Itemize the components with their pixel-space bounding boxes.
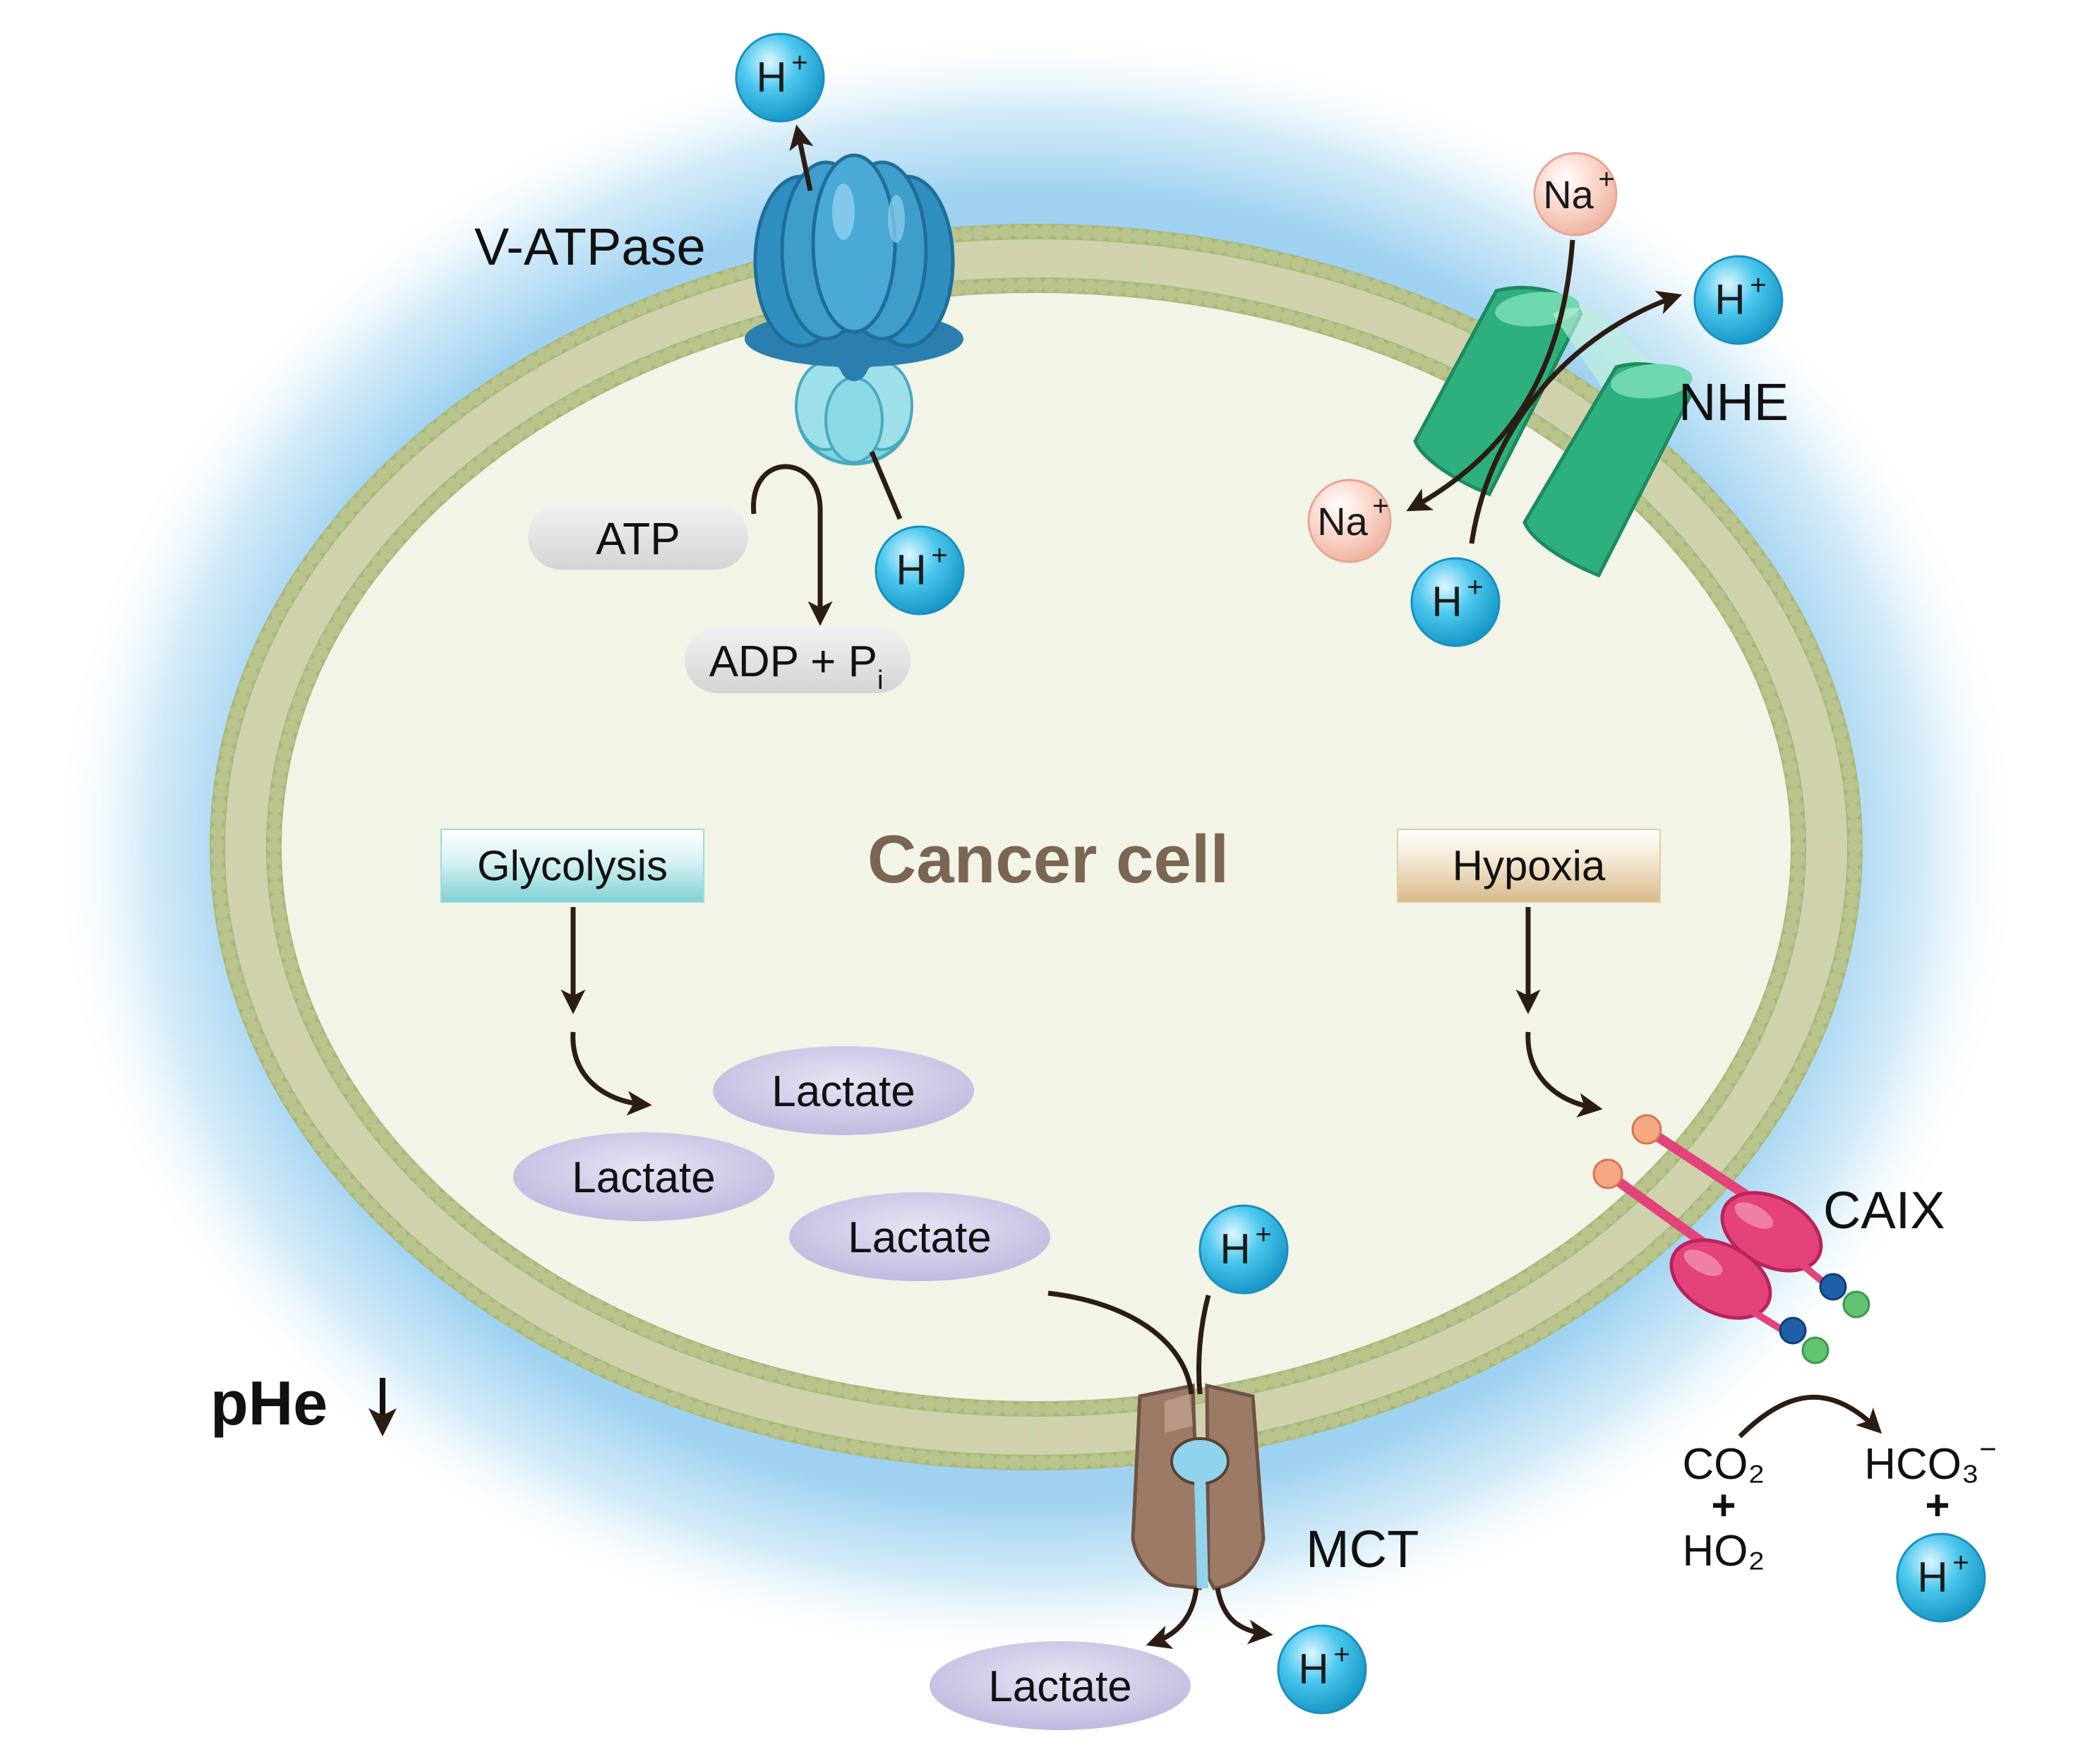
na-ion-nhe-in-charge: + (1372, 491, 1388, 522)
v-atpase-label: V-ATPase (474, 217, 706, 276)
reaction-hco3: HCO₃− (1864, 1432, 1997, 1489)
h-ion-mct-in-label: H (1220, 1225, 1250, 1273)
lactate-label-1: Lactate (771, 1067, 915, 1116)
h-ion-caix-bubble (1896, 1532, 1986, 1623)
h-ion-nhe-out-label: H (1714, 276, 1745, 323)
lactate-label-out: Lactate (988, 1662, 1131, 1711)
h-ion-vatpase-out-bubble (735, 32, 825, 123)
adp-label: ADP + Pi (709, 637, 884, 695)
phe-label: pHe (210, 1368, 328, 1438)
h-ion-nhe-in: H+ (1410, 557, 1501, 647)
reaction-ho2: HO₂ (1682, 1527, 1765, 1576)
atp-label: ATP (596, 513, 680, 564)
reaction-co2: CO₂ (1682, 1440, 1765, 1489)
h-ion-mct-in-charge: + (1255, 1219, 1271, 1250)
reaction-hco3-charge: − (1979, 1432, 1997, 1465)
mct-label: MCT (1306, 1520, 1419, 1578)
h-ion-vatpase-in-bubble (875, 525, 965, 616)
lactate-label-3: Lactate (848, 1213, 991, 1262)
h-ion-mct-in: H+ (1198, 1204, 1289, 1295)
mct-h-out-arrow (1215, 1588, 1273, 1645)
h-ion-caix: H+ (1896, 1532, 1986, 1623)
membrane-heads-outer (210, 224, 1862, 1470)
glycolysis-box (440, 829, 704, 903)
na-ion-nhe-out-charge: + (1598, 164, 1614, 195)
mct-lactate-out-arrow (1146, 1588, 1199, 1650)
membrane-heads-inner (267, 278, 1805, 1416)
lactate-ellipse-2 (513, 1132, 774, 1221)
lactate-ellipse-3 (789, 1192, 1050, 1281)
atp-pill (528, 503, 748, 570)
h-ion-vatpase-out: H+ (735, 32, 825, 123)
hypoxia-label: Hypoxia (1453, 842, 1606, 889)
adp-label-sub: i (877, 666, 883, 695)
nhe-h-out-arrow (1469, 291, 1683, 544)
h-ion-vatpase-in: H+ (875, 525, 965, 616)
adp-pill (685, 627, 911, 693)
hypoxia-box (1397, 829, 1661, 903)
nhe-label: NHE (1678, 373, 1789, 431)
glycolysis-curved-arrow (570, 1031, 652, 1116)
lactate-ellipse-out (930, 1641, 1191, 1730)
h-ion-caix-label: H (1917, 1554, 1947, 1601)
mct-lactate-in-line (1047, 1290, 1194, 1395)
glycolysis-label: Glycolysis (477, 842, 668, 889)
hypoxia-curved-arrow (1525, 1031, 1603, 1118)
caix-protein (1592, 1114, 1870, 1364)
reaction-arrow (1738, 1394, 1882, 1439)
h-ion-mct-out-bubble (1277, 1624, 1367, 1715)
nhe-protein (1413, 285, 1693, 578)
na-ion-nhe-in-label: Na (1317, 499, 1368, 544)
h-ion-caix-charge: + (1952, 1547, 1969, 1578)
h-ion-mct-out: H+ (1277, 1624, 1367, 1715)
cell-title: Cancer cell (867, 822, 1229, 897)
reaction-plus-left: + (1711, 1482, 1736, 1529)
h-ion-nhe-out: H+ (1693, 255, 1784, 345)
na-ion-nhe-in: Na+ (1307, 479, 1392, 563)
v-atpase-protein (745, 153, 963, 466)
h-ion-mct-out-charge: + (1333, 1639, 1350, 1670)
h-ion-vatpase-out-label: H (756, 54, 786, 101)
lactate-ellipse-1 (713, 1046, 974, 1135)
caix-label: CAIX (1823, 1181, 1945, 1240)
h-ion-vatpase-in-label: H (896, 546, 926, 594)
atp-hydrolysis-arrow (751, 464, 833, 626)
nhe-na-in-arrow (1406, 239, 1575, 512)
lactate-label-2: Lactate (572, 1153, 715, 1202)
adp-label-main: ADP + P (709, 637, 877, 686)
na-ion-nhe-in-bubble (1307, 479, 1392, 563)
v-atpase-h-in-line (869, 450, 903, 520)
h-ion-nhe-in-bubble (1410, 557, 1501, 647)
v-atpase-h-out-arrow (789, 124, 814, 191)
reaction-hco3-main: HCO₃ (1864, 1440, 1979, 1489)
na-ion-nhe-out-bubble (1533, 152, 1618, 236)
h-ion-mct-out-label: H (1298, 1645, 1328, 1693)
mct-h-in-line (1196, 1295, 1211, 1395)
h-ion-nhe-out-bubble (1693, 255, 1784, 345)
mct-protein (1131, 1383, 1266, 1590)
h-ion-nhe-out-charge: + (1750, 270, 1766, 301)
h-ion-vatpase-out-charge: + (791, 47, 807, 78)
h-ion-mct-in-bubble (1198, 1204, 1289, 1295)
reaction-plus-right: + (1925, 1482, 1949, 1529)
h-ion-vatpase-in-charge: + (931, 540, 947, 571)
ion-layer: H+H+Na+H+Na+H+H+H+H+ (735, 32, 1986, 1715)
na-ion-nhe-out: Na+ (1533, 152, 1618, 236)
membrane-tails (232, 244, 1841, 1450)
h-ion-nhe-in-charge: + (1467, 572, 1483, 603)
h-ion-nhe-in-label: H (1431, 578, 1462, 625)
na-ion-nhe-out-label: Na (1543, 172, 1594, 217)
